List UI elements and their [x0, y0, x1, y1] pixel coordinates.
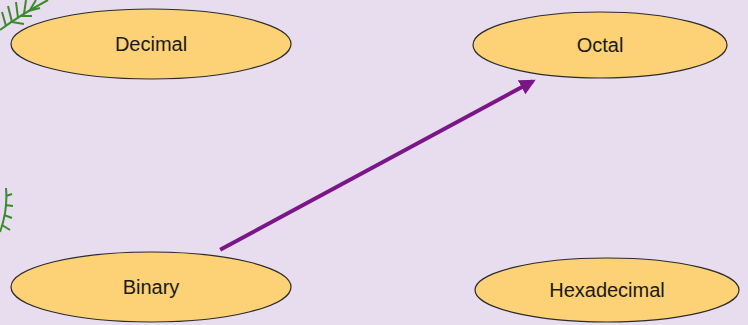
- ellipse-node: Octal: [472, 11, 728, 79]
- ellipse-outline: [11, 9, 291, 79]
- ellipse-node: Decimal: [10, 8, 292, 80]
- ellipse-outline: [473, 12, 727, 78]
- ellipse-outline: [11, 252, 291, 322]
- ellipse-node: Binary: [10, 251, 292, 323]
- arrow-connector: [220, 81, 533, 250]
- node-label: Octal: [577, 34, 624, 57]
- node-label: Binary: [123, 276, 180, 299]
- ellipse-outline: [475, 258, 739, 322]
- ellipse-node: Hexadecimal: [474, 257, 740, 323]
- node-label: Decimal: [115, 33, 187, 56]
- node-label: Hexadecimal: [549, 279, 665, 302]
